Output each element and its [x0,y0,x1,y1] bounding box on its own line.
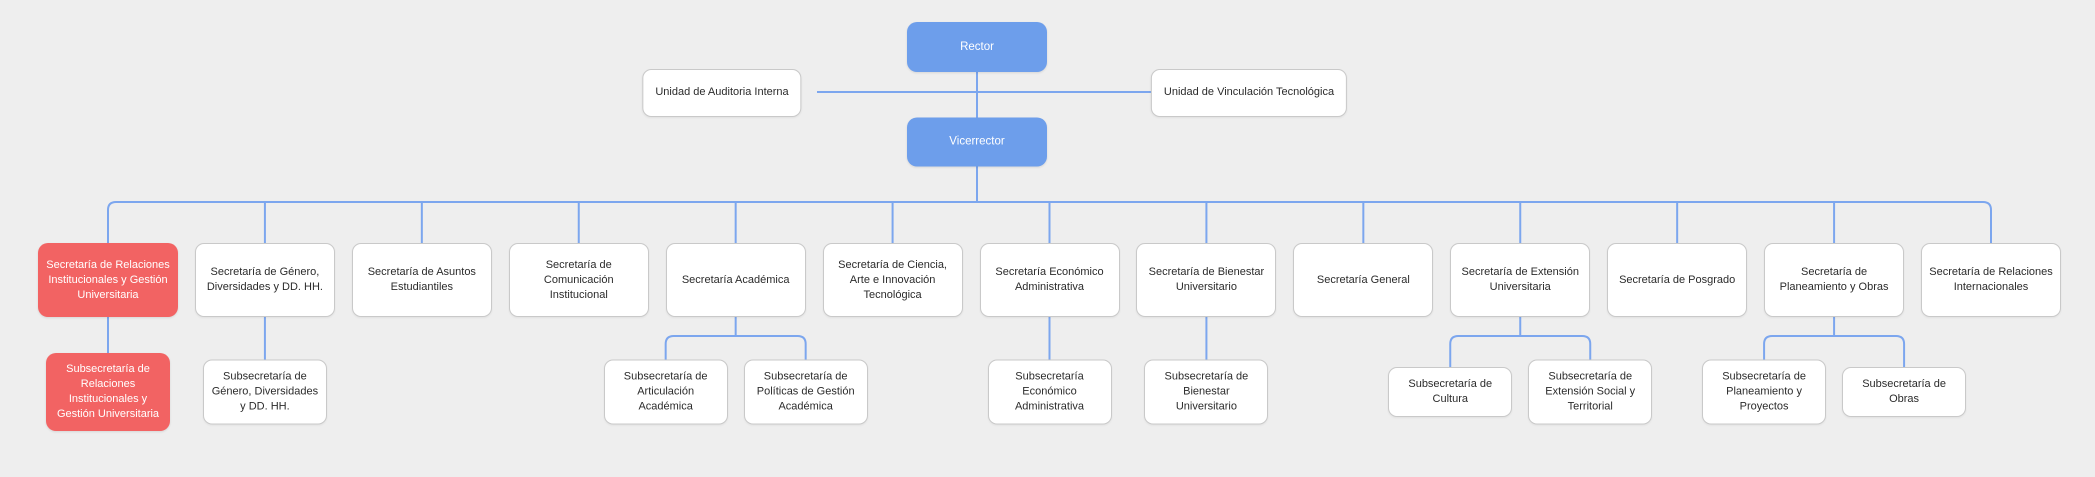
node-subsecretaria-de-bienestar-universitario: Subsecretaría de Bienestar Universitario [1144,359,1269,425]
node-vicerrector: Vicerrector [907,117,1047,167]
node-subsecretaria-de-cultura-label: Subsecretaría de Cultura [1408,378,1493,405]
node-subsecretaria-de-planeamiento-y-proyectos: Subsecretaría de Planeamiento y Proyecto… [1702,359,1827,425]
node-secretaria-de-bienestar-universitario-label: Secretaría de Bienestar Universitario [1148,266,1265,293]
node-secretaria-de-relaciones-institucionales-y-gestion-universitaria-label: Secretaría de Relaciones Institucionales… [46,258,170,301]
node-secretaria-academica-label: Secretaría Académica [681,273,790,286]
node-secretaria-de-planeamiento-y-obras-label: Secretaría de Planeamiento y Obras [1779,266,1889,293]
node-secretaria-de-relaciones-internacionales: Secretaría de Relaciones Internacionales [1921,243,2061,317]
node-subsecretaria-de-genero-diversidades-y-dd-hh-label: Subsecretaría de Género, Diversidades y … [211,370,319,413]
node-secretaria-de-ciencia-arte-e-innovacion-tecnologica: Secretaría de Ciencia, Arte e Innovación… [822,243,963,317]
node-vicerrector-label: Vicerrector [949,135,1005,148]
node-secretaria-de-ciencia-arte-e-innovacion-tecnologica-label: Secretaría de Ciencia, Arte e Innovación… [838,258,947,301]
node-subsecretaria-de-extension-social-y-territorial-label: Subsecretaría de Extensión Social y Terr… [1545,370,1636,413]
node-secretaria-de-bienestar-universitario: Secretaría de Bienestar Universitario [1136,243,1277,317]
node-subsecretaria-de-obras-label: Subsecretaría de Obras [1862,378,1946,405]
node-subsecretaria-de-politicas-de-gestion-academica-label: Subsecretaría de Políticas de Gestión Ac… [756,370,855,413]
node-rector: Rector [907,22,1047,72]
node-subsecretaria-de-cultura: Subsecretaría de Cultura [1388,367,1513,417]
node-subsecretaria-de-bienestar-universitario-label: Subsecretaría de Bienestar Universitario [1164,370,1249,413]
node-subsecretaria-de-articulacion-academica: Subsecretaría de Articulación Académica [603,359,728,425]
node-secretaria-academica: Secretaría Académica [665,243,806,317]
node-secretaria-de-genero-diversidades-y-dd-hh: Secretaría de Género, Diversidades y DD.… [194,243,335,317]
node-secretaria-de-comunicacion-institucional: Secretaría de Comunicación Institucional [508,243,649,317]
node-unidad-de-vinculacion-tecnologica-label: Unidad de Vinculación Tecnológica [1163,86,1335,98]
node-secretaria-de-comunicacion-institucional-label: Secretaría de Comunicación Institucional [543,258,614,301]
node-secretaria-de-genero-diversidades-y-dd-hh-label: Secretaría de Género, Diversidades y DD.… [206,266,323,293]
node-subsecretaria-de-extension-social-y-territorial: Subsecretaría de Extensión Social y Terr… [1528,359,1653,425]
node-rector-label: Rector [960,40,994,53]
node-unidad-de-auditoria-interna: Unidad de Auditoria Interna [642,68,802,117]
node-secretaria-de-planeamiento-y-obras: Secretaría de Planeamiento y Obras [1764,243,1905,317]
node-secretaria-general: Secretaría General [1293,243,1434,317]
node-secretaria-de-extension-universitaria-label: Secretaría de Extensión Universitaria [1461,266,1579,293]
node-unidad-de-vinculacion-tecnologica: Unidad de Vinculación Tecnológica [1150,68,1348,117]
node-subsecretaria-de-relaciones-institucionales-y-gestion-universitaria-label: Subsecretaría de Relaciones Instituciona… [56,363,160,420]
node-subsecretaria-economico-administrativa-label: Subsecretaría Económico Administrativa [1014,370,1085,413]
node-secretaria-de-asuntos-estudiantiles-label: Secretaría de Asuntos Estudiantiles [367,266,476,293]
node-secretaria-de-extension-universitaria: Secretaría de Extensión Universitaria [1450,243,1591,317]
node-unidad-de-auditoria-interna-label: Unidad de Auditoria Interna [655,86,789,98]
node-secretaria-economico-administrativa-label: Secretaría Económico Administrativa [995,266,1104,293]
node-subsecretaria-de-genero-diversidades-y-dd-hh: Subsecretaría de Género, Diversidades y … [202,359,327,425]
connector [664,335,807,392]
node-secretaria-general-label: Secretaría General [1316,273,1410,286]
node-secretaria-de-posgrado: Secretaría de Posgrado [1607,243,1748,317]
node-secretaria-economico-administrativa: Secretaría Económico Administrativa [979,243,1120,317]
node-subsecretaria-de-obras: Subsecretaría de Obras [1842,367,1967,417]
node-secretaria-de-posgrado-label: Secretaría de Posgrado [1619,273,1736,286]
node-subsecretaria-de-planeamiento-y-proyectos-label: Subsecretaría de Planeamiento y Proyecto… [1722,370,1806,413]
node-subsecretaria-de-articulacion-academica-label: Subsecretaría de Articulación Académica [623,370,708,413]
node-secretaria-de-relaciones-institucionales-y-gestion-universitaria: Secretaría de Relaciones Institucionales… [38,243,178,317]
connector [1449,335,1592,392]
node-secretaria-de-asuntos-estudiantiles: Secretaría de Asuntos Estudiantiles [351,243,492,317]
node-subsecretaria-de-relaciones-institucionales-y-gestion-universitaria: Subsecretaría de Relaciones Instituciona… [46,353,170,431]
node-subsecretaria-de-politicas-de-gestion-academica: Subsecretaría de Políticas de Gestión Ac… [743,359,868,425]
node-secretaria-de-relaciones-internacionales-label: Secretaría de Relaciones Internacionales [1929,266,2053,293]
connector [1763,335,1906,392]
node-subsecretaria-economico-administrativa: Subsecretaría Económico Administrativa [987,359,1112,425]
